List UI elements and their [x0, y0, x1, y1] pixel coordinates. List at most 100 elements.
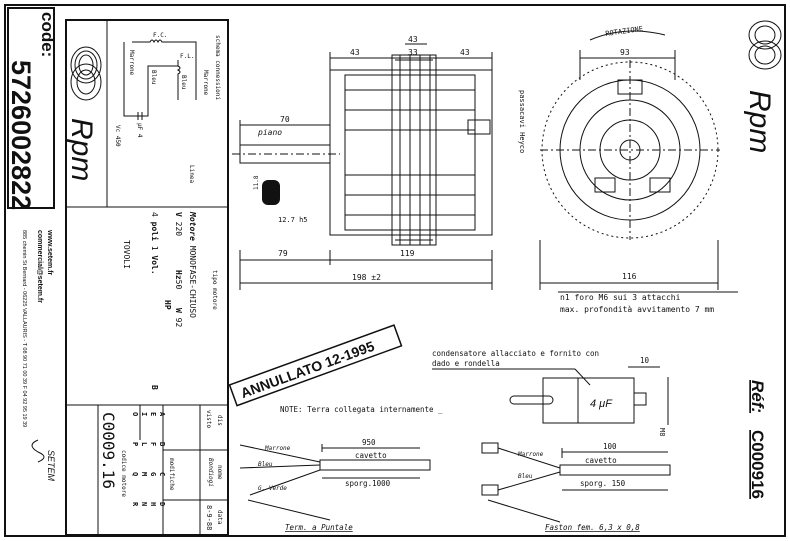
svg-text:33: 33	[408, 48, 418, 57]
svg-text:Bleu: Bleu	[180, 75, 187, 90]
website[interactable]: www.setem.fr	[46, 229, 53, 276]
svg-text:D: D	[158, 502, 166, 506]
svg-text:8-9-88: 8-9-88	[205, 505, 213, 530]
svg-text:cavetto: cavetto	[585, 456, 617, 465]
annullato-stamp: ANNULLATO 12-1995	[228, 324, 403, 407]
svg-text:11.8: 11.8	[253, 175, 260, 190]
email[interactable]: commercial@setem.fr	[36, 230, 43, 303]
svg-text:L: L	[140, 442, 148, 446]
svg-text:4 μF: 4 μF	[590, 398, 613, 410]
svg-text:Bleu: Bleu	[150, 70, 157, 85]
svg-text:B: B	[158, 442, 166, 446]
ref-value: C000916	[748, 430, 767, 499]
code-label: code:	[38, 12, 57, 57]
svg-text:E: E	[149, 412, 157, 416]
svg-text:119: 119	[400, 249, 415, 258]
svg-text:ROTAZIONE: ROTAZIONE	[605, 25, 644, 38]
rpm-logo-right: Rpm	[743, 90, 776, 153]
code-value: 5726002822	[6, 60, 36, 210]
svg-text:sporg. 150: sporg. 150	[580, 479, 626, 488]
svg-text:visto: visto	[205, 410, 212, 428]
svg-text:n1 foro M6 sui 3 attacchi: n1 foro M6 sui 3 attacchi	[560, 293, 681, 302]
svg-text:μF 4: μF 4	[136, 123, 143, 138]
svg-text:R: R	[131, 502, 139, 507]
svg-text:C: C	[158, 472, 166, 476]
rpm-logo: Rpm	[65, 118, 98, 181]
svg-text:dado e rondella: dado e rondella	[432, 359, 500, 368]
front-view-dimensions: ROTAZIONE 93 116 n1 foro M6 sui 3 attacc…	[539, 25, 738, 314]
ref-label: Réf:	[748, 380, 767, 413]
svg-text:10: 10	[640, 356, 650, 365]
svg-text:F.C.: F.C.	[153, 32, 167, 39]
svg-text:piano: piano	[257, 128, 282, 137]
svg-text:43: 43	[460, 48, 470, 57]
svg-text:198 ±2: 198 ±2	[352, 273, 381, 282]
svg-text:Bleu: Bleu	[518, 473, 533, 480]
svg-text:G. Verde: G. Verde	[258, 485, 287, 492]
cable-detail-1: Marrone Bleu G. Verde 950 cavetto sporg.…	[239, 438, 431, 532]
svg-text:sporg.1000: sporg.1000	[345, 479, 391, 488]
rpm-logo-right-icon	[748, 20, 782, 70]
rpm-logo-icon	[70, 46, 102, 101]
title-block	[65, 19, 229, 536]
svg-text:Linea: Linea	[188, 165, 195, 183]
svg-text:Faston fem. 6,3 x 0,8: Faston fem. 6,3 x 0,8	[545, 523, 640, 532]
svg-text:TOVOLI: TOVOLI	[122, 240, 131, 269]
svg-text:passacavi Heyco: passacavi Heyco	[518, 90, 526, 153]
svg-text:O: O	[131, 412, 139, 416]
capacitor-detail: condensatore allacciato e fornito con da…	[432, 349, 669, 436]
svg-text:F.L.: F.L.	[180, 53, 194, 60]
wiring-schema: schema connessioni F.C. F.L. Marrone Mar…	[114, 32, 221, 183]
svg-text:79: 79	[278, 249, 288, 258]
svg-text:Hz50: Hz50	[174, 270, 183, 289]
svg-text:Marrone: Marrone	[202, 70, 209, 96]
svg-text:dis: dis	[216, 415, 223, 426]
svg-text:93: 93	[620, 48, 630, 57]
svg-text:Marrone: Marrone	[264, 445, 291, 452]
svg-text:M: M	[140, 472, 148, 476]
sheet-border	[4, 4, 786, 537]
svg-text:116: 116	[622, 272, 637, 281]
svg-text:F: F	[149, 442, 157, 446]
svg-text:I: I	[140, 412, 148, 416]
cable-detail-2: Marrone Bleu 100 cavetto sporg. 150 Fast…	[481, 442, 671, 532]
svg-text:Vc 450: Vc 450	[114, 125, 121, 147]
address: 885 chemin St Bernard - 06225 VALLAURIS …	[21, 230, 27, 427]
svg-text:B: B	[150, 385, 159, 390]
svg-text:condensatore allacciato e for: condensatore allacciato e fornito con	[432, 349, 599, 358]
svg-text:modifiche: modifiche	[168, 458, 175, 491]
svg-text:schema connessioni: schema connessioni	[214, 35, 221, 100]
motor-side-view	[232, 54, 493, 246]
svg-text:100: 100	[603, 442, 617, 451]
svg-text:HP: HP	[163, 300, 172, 310]
svg-text:Bleu: Bleu	[258, 461, 273, 468]
svg-text:cavetto: cavetto	[355, 451, 387, 460]
svg-text:max. profondità avvitamento 7: max. profondità avvitamento 7 mm	[560, 305, 714, 314]
svg-text:data: data	[216, 510, 223, 525]
svg-text:70: 70	[280, 115, 290, 124]
svg-text:N: N	[140, 502, 148, 506]
svg-text:codice motore: codice motore	[120, 450, 127, 497]
svg-text:P: P	[131, 442, 139, 446]
svg-text:43: 43	[350, 48, 360, 57]
svg-text:ANNULLATO 12-1995: ANNULLATO 12-1995	[238, 338, 376, 401]
side-view-dimensions: 43 43 33 43 70 piano 11.8 12.7 h5 79 119…	[239, 35, 526, 290]
setem-logo-icon	[31, 439, 45, 463]
svg-text:Q: Q	[131, 472, 139, 476]
svg-text:W 92: W 92	[174, 308, 183, 327]
motor-specs: tipo motore Motore MONOFASE-CHIUSO V 220…	[122, 211, 218, 390]
svg-text:12.7 h5: 12.7 h5	[278, 216, 308, 224]
code-box	[7, 7, 55, 209]
svg-text:nome: nome	[216, 465, 223, 480]
setem-logo: SETEM	[46, 450, 56, 482]
svg-text:Bondiogi: Bondiogi	[207, 458, 214, 487]
svg-text:A: A	[158, 412, 166, 417]
revision-table: dis visto nome data Bondiogi 8-9-88 modi…	[99, 410, 223, 530]
svg-text:V 220: V 220	[174, 212, 183, 236]
svg-text:Marrone: Marrone	[517, 451, 544, 458]
svg-text:Marrone: Marrone	[128, 50, 135, 76]
svg-text:M8: M8	[658, 428, 666, 436]
note-terra: NOTE: Terra collegata internamente _	[280, 405, 443, 414]
svg-text:C0009.16: C0009.16	[99, 412, 118, 489]
